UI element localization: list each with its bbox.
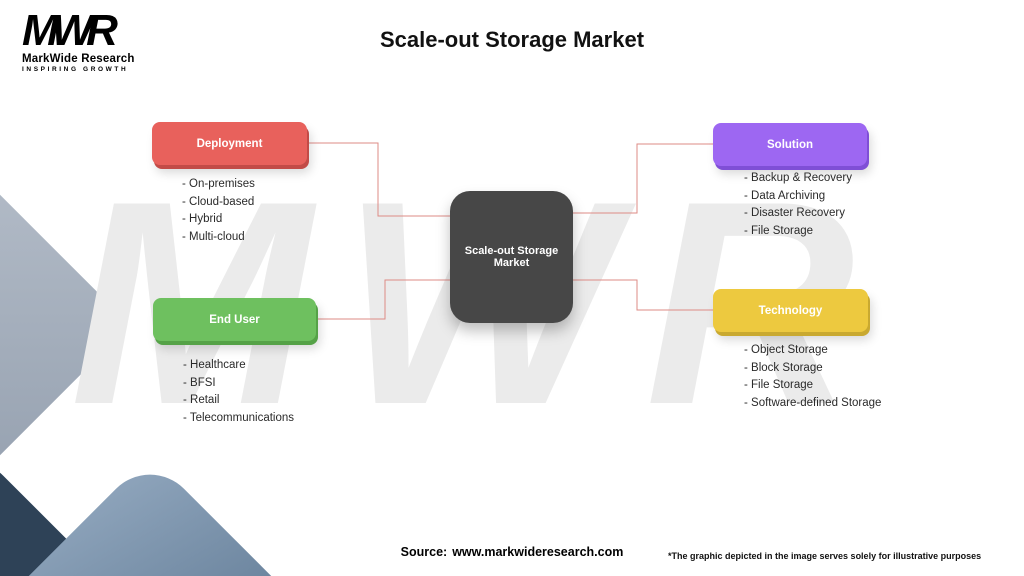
list-item: - File Storage	[744, 379, 814, 391]
list-item: - Data Archiving	[744, 189, 826, 202]
solution-node: Solution	[713, 123, 867, 166]
logo-mark: MWR	[22, 6, 118, 55]
list-item: - Block Storage	[744, 361, 823, 374]
end-user-node: End User	[153, 298, 316, 341]
technology-node: Technology	[713, 289, 868, 332]
list-item: - Telecommunications	[183, 411, 295, 424]
list-item: - File Storage	[744, 224, 814, 237]
end-user-items: - Healthcare - BFSI - Retail - Telecommu…	[183, 357, 294, 427]
page-title: Scale-out Storage Market	[379, 27, 645, 52]
technology-items: - Object Storage - Block Storage - File …	[744, 342, 881, 412]
list-item: - Hybrid	[182, 213, 223, 225]
list-item: - Software-defined Storage	[744, 396, 882, 409]
list-item: - Cloud-based	[182, 195, 255, 208]
solution-label: Solution	[767, 138, 813, 151]
list-item: - Retail	[183, 394, 220, 406]
disclaimer: *The graphic depicted in the image serve…	[668, 551, 982, 561]
list-item: - Backup & Recovery	[744, 172, 853, 184]
deployment-label: Deployment	[196, 137, 263, 150]
solution-items: - Backup & Recovery - Data Archiving - D…	[744, 170, 852, 240]
source-url[interactable]: www.markwideresearch.com	[452, 545, 624, 559]
logo: MWR MarkWide Research INSPIRING GROWTH	[22, 6, 135, 73]
list-item: - BFSI	[183, 376, 216, 389]
logo-tagline: INSPIRING GROWTH	[22, 65, 129, 73]
end-user-label: End User	[209, 313, 260, 326]
center-node: Scale-out Storage Market	[450, 191, 573, 323]
list-item: - On-premises	[182, 178, 255, 190]
list-item: - Object Storage	[744, 344, 828, 356]
deployment-node: Deployment	[152, 122, 307, 165]
list-item: - Healthcare	[183, 359, 246, 371]
list-item: - Disaster Recovery	[744, 207, 845, 219]
logo-name: MarkWide Research	[22, 52, 135, 65]
list-item: - Multi-cloud	[182, 230, 245, 243]
center-node-label: Scale-out Storage Market	[464, 245, 559, 269]
deployment-items: - On-premises - Cloud-based - Hybrid - M…	[182, 176, 255, 246]
technology-label: Technology	[758, 304, 823, 317]
source-label: Source:	[400, 545, 448, 559]
source-line: Source: www.markwideresearch.com	[0, 545, 1024, 559]
